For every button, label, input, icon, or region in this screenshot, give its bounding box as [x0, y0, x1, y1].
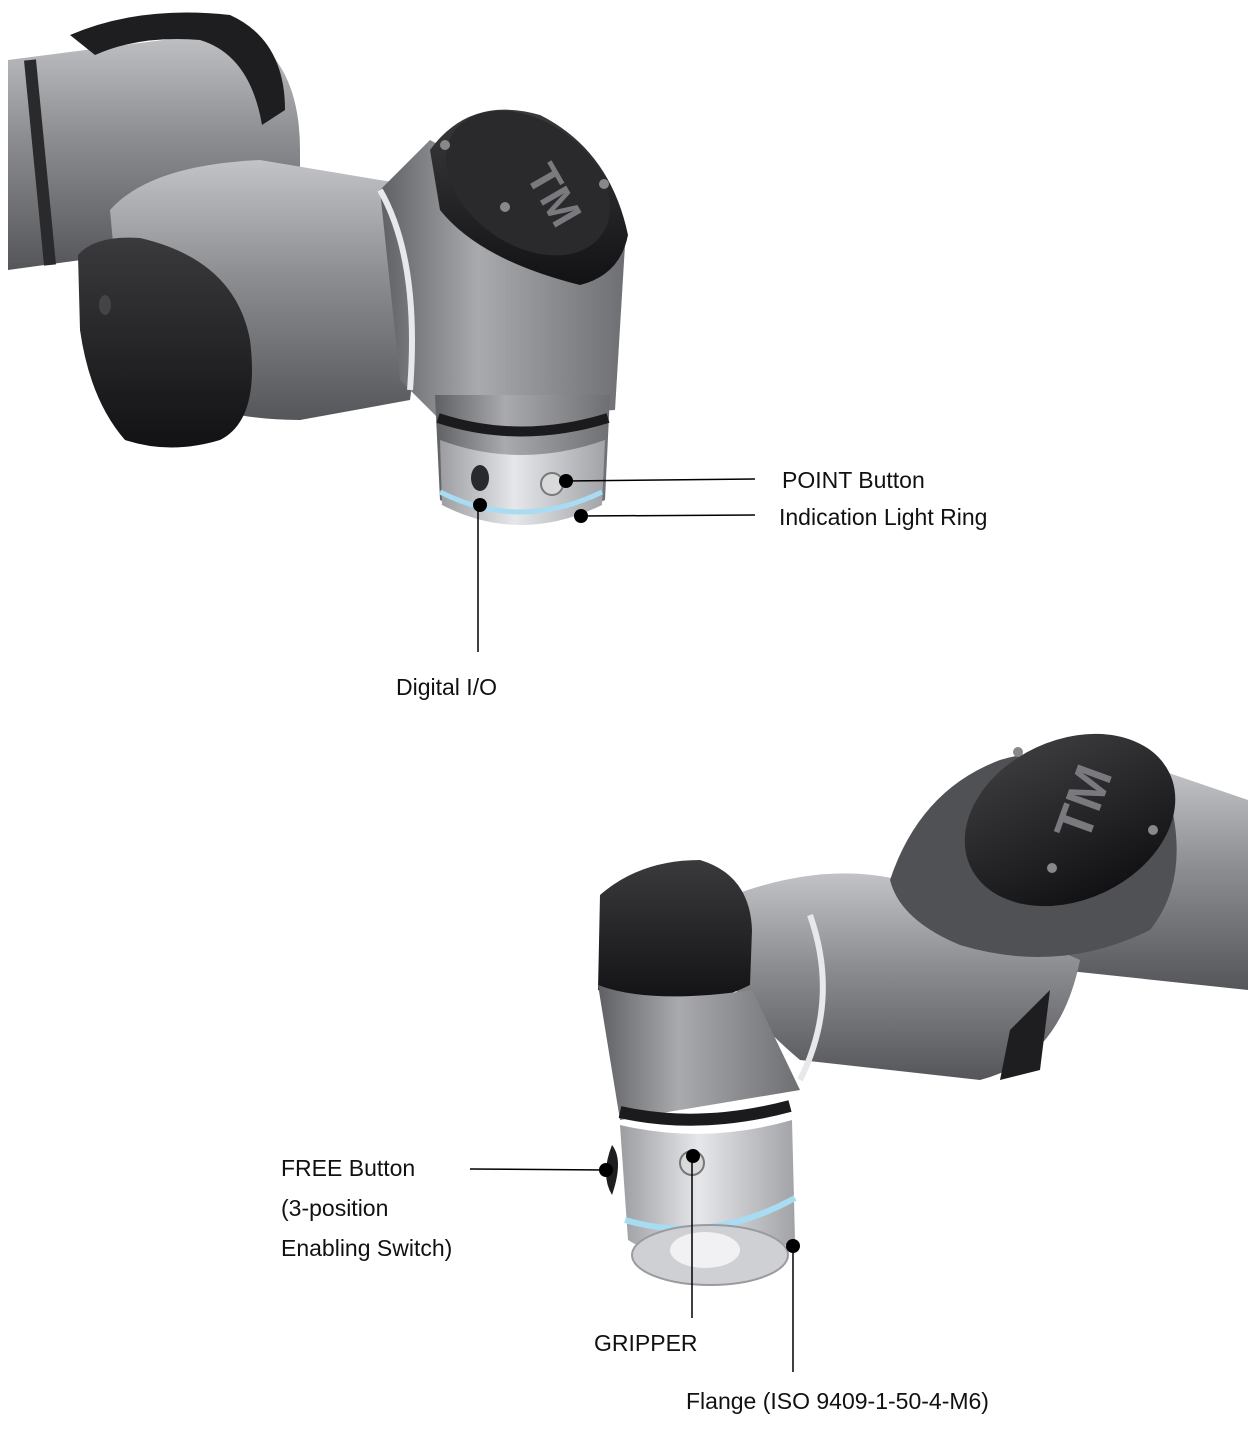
wrist-black-cap-b [598, 860, 752, 1003]
side-joint-cap [78, 237, 252, 448]
callout-dot-digital-io [473, 498, 487, 512]
label-point-button: POINT Button [782, 467, 925, 493]
callout-dot-free [599, 1163, 613, 1177]
callout-dot-point [559, 474, 573, 488]
callout-line-free [469, 1168, 607, 1171]
chrome-ring-b [797, 914, 826, 1082]
callout-dot-flange [786, 1239, 800, 1253]
callout-dot-gripper [686, 1149, 700, 1163]
callout-dots [473, 474, 800, 1253]
arm-seam [24, 59, 56, 266]
label-free-button-3: Enabling Switch) [281, 1235, 453, 1261]
label-free-button-2: (3-position [281, 1195, 389, 1221]
bottom-robot-arm: TM [598, 733, 1248, 1286]
digital-io-port-top [471, 465, 489, 491]
label-free-button-1: FREE Button [281, 1155, 416, 1181]
wrist-body-b [598, 985, 800, 1120]
label-gripper: GRIPPER [594, 1330, 698, 1356]
label-flange: Flange (ISO 9409-1-50-4-M6) [686, 1388, 989, 1414]
wrist-top-cap-b: TM [890, 733, 1177, 957]
label-indication-light-ring: Indication Light Ring [779, 504, 988, 530]
chrome-ring [377, 188, 415, 391]
callout-line-point [565, 478, 756, 482]
wrist-top-cap: TM [430, 109, 628, 286]
joint-ring-top [70, 12, 285, 125]
label-digital-io: Digital I/O [396, 674, 497, 700]
light-ring-top [438, 489, 604, 515]
top-robot-arm: TM [8, 12, 628, 525]
callout-dot-light-ring [574, 509, 588, 523]
callout-line-light-ring [580, 514, 756, 517]
callouts [469, 478, 794, 1372]
